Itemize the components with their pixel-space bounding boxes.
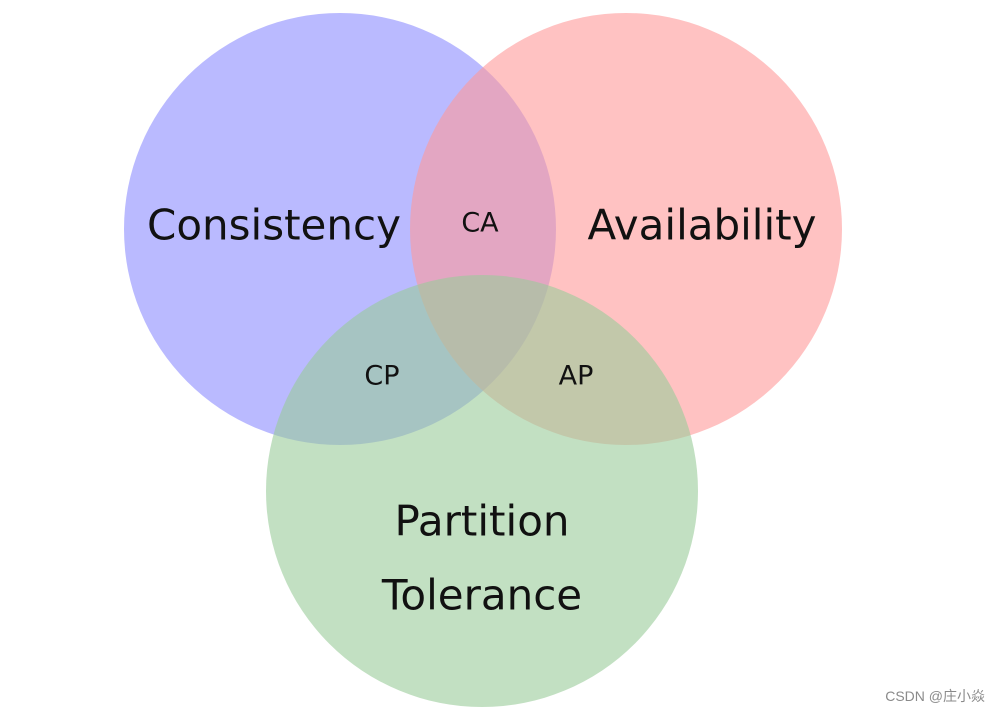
consistency-label: Consistency — [147, 201, 401, 250]
ap-label: AP — [559, 361, 594, 392]
partition-tolerance-circle — [266, 275, 698, 707]
availability-label: Availability — [588, 201, 817, 250]
watermark: CSDN @庄小焱 — [885, 688, 985, 704]
cp-label: CP — [364, 361, 399, 392]
ca-label: CA — [461, 208, 499, 239]
tolerance-label: Tolerance — [381, 571, 582, 620]
partition-label: Partition — [394, 497, 569, 546]
